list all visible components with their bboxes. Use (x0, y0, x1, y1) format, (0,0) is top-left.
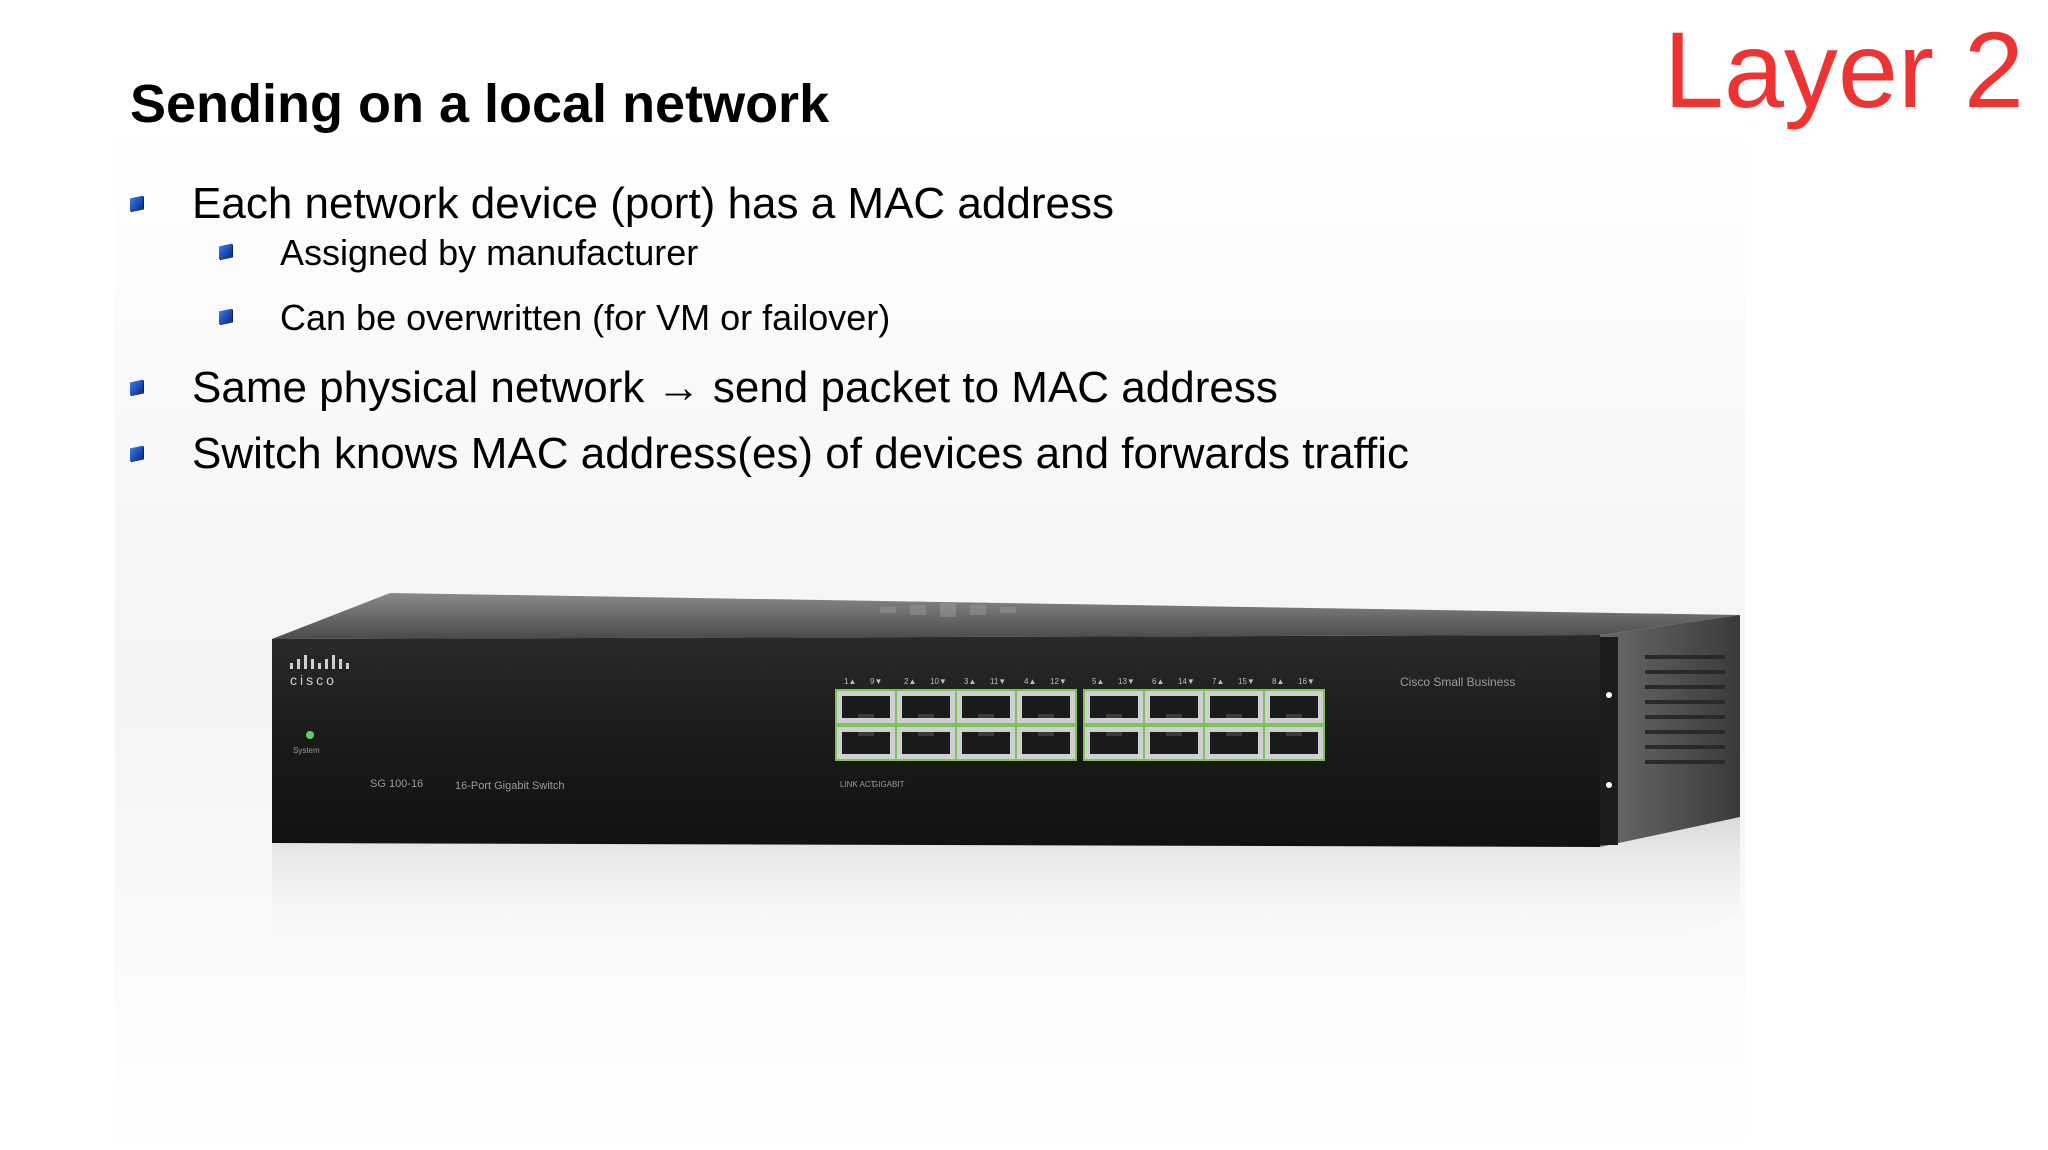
bullet-text: Same physical network → send packet to M… (192, 363, 1278, 412)
port-socket (902, 732, 950, 754)
port-socket (1022, 732, 1070, 754)
port-number-label: 7▲ (1212, 677, 1224, 686)
port-latch (918, 714, 934, 718)
port-number-label: 11▼ (990, 677, 1006, 686)
port-latch (1166, 732, 1182, 736)
port-socket (962, 732, 1010, 754)
port-number-label: 9▼ (870, 677, 882, 686)
gigabit-label: GIGABIT (872, 780, 905, 789)
bullet-square-icon (219, 308, 232, 325)
system-led (306, 731, 314, 739)
bullet-square-icon (219, 243, 232, 260)
port-block: 1▲ 9▼ 2▲ 10▼ 3▲ 11▼ 4▲ 12▼ 5▲ 13▼ 6▲ 14▼ 7▲ 15▼ 8▲ 16▼ (835, 677, 1325, 761)
side-vents (1645, 655, 1725, 764)
brand-label: cisco (290, 672, 337, 688)
port-latch (978, 732, 994, 736)
port-socket (842, 696, 890, 718)
bullet-square-icon (130, 445, 143, 462)
top-cisco-logo (880, 603, 1016, 617)
port-socket (1210, 696, 1258, 718)
port-latch (1038, 714, 1054, 718)
port-number-label: 3▲ (964, 677, 976, 686)
port-latch (1226, 732, 1242, 736)
port-socket (1090, 696, 1138, 718)
port-number-label: 15▼ (1238, 677, 1255, 686)
port-number-label: 14▼ (1178, 677, 1195, 686)
port-number-label: 6▲ (1152, 677, 1164, 686)
switch-top-panel (272, 593, 1740, 639)
port-latch (978, 714, 994, 718)
slide-title: Sending on a local network (130, 74, 830, 134)
rack-ear (1600, 637, 1618, 845)
port-socket (1270, 732, 1318, 754)
layer-label: Layer 2 (1663, 9, 2024, 130)
bullet-text: Assigned by manufacturer (280, 232, 699, 273)
port-latch (1166, 714, 1182, 718)
bullet-item: Each network device (port) has a MAC add… (130, 178, 1114, 230)
port-number-label: 2▲ (904, 677, 916, 686)
bullet-square-icon (130, 379, 143, 396)
system-label: System (293, 746, 320, 755)
port-latch (1038, 732, 1054, 736)
bullet-text: Each network device (port) has a MAC add… (192, 179, 1114, 228)
port-latch (1106, 732, 1122, 736)
port-number-label: 12▼ (1050, 677, 1067, 686)
port-socket (902, 696, 950, 718)
port-latch (1286, 714, 1302, 718)
product-label: Cisco Small Business (1400, 675, 1515, 689)
network-switch-image: cisco System SG 100-16 16-Port Gigabit S… (260, 585, 1760, 1025)
sub-bullet-item: Can be overwritten (for VM or failover) (219, 296, 891, 340)
sub-bullet-item: Assigned by manufacturer (219, 231, 699, 275)
port-latch (858, 732, 874, 736)
port-number-label: 4▲ (1024, 677, 1036, 686)
model-desc-label: 16-Port Gigabit Switch (455, 780, 564, 792)
port-number-label: 5▲ (1092, 677, 1104, 686)
port-number-label: 10▼ (930, 677, 947, 686)
port-number-label: 8▲ (1272, 677, 1284, 686)
cisco-logo-icon (290, 655, 349, 669)
bullet-text: Switch knows MAC address(es) of devices … (192, 429, 1409, 478)
port-socket (1270, 696, 1318, 718)
port-socket (1090, 732, 1138, 754)
port-number-label: 16▼ (1298, 677, 1315, 686)
bullet-square-icon (130, 195, 143, 212)
port-socket (842, 732, 890, 754)
bullet-text: Can be overwritten (for VM or failover) (280, 297, 891, 338)
port-number-label: 1▲ (844, 677, 856, 686)
model-label: SG 100-16 (370, 778, 423, 790)
port-socket (1210, 732, 1258, 754)
port-latch (1286, 732, 1302, 736)
switch-reflection (272, 817, 1740, 965)
port-latch (858, 714, 874, 718)
link-act-label: LINK ACT (840, 780, 876, 789)
port-latch (918, 732, 934, 736)
port-socket (1150, 732, 1198, 754)
port-socket (1150, 696, 1198, 718)
port-latch (1106, 714, 1122, 718)
bullet-item: Switch knows MAC address(es) of devices … (130, 428, 1409, 480)
port-socket (962, 696, 1010, 718)
bullet-item: Same physical network → send packet to M… (130, 362, 1278, 414)
port-socket (1022, 696, 1070, 718)
port-number-label: 13▼ (1118, 677, 1135, 686)
port-latch (1226, 714, 1242, 718)
